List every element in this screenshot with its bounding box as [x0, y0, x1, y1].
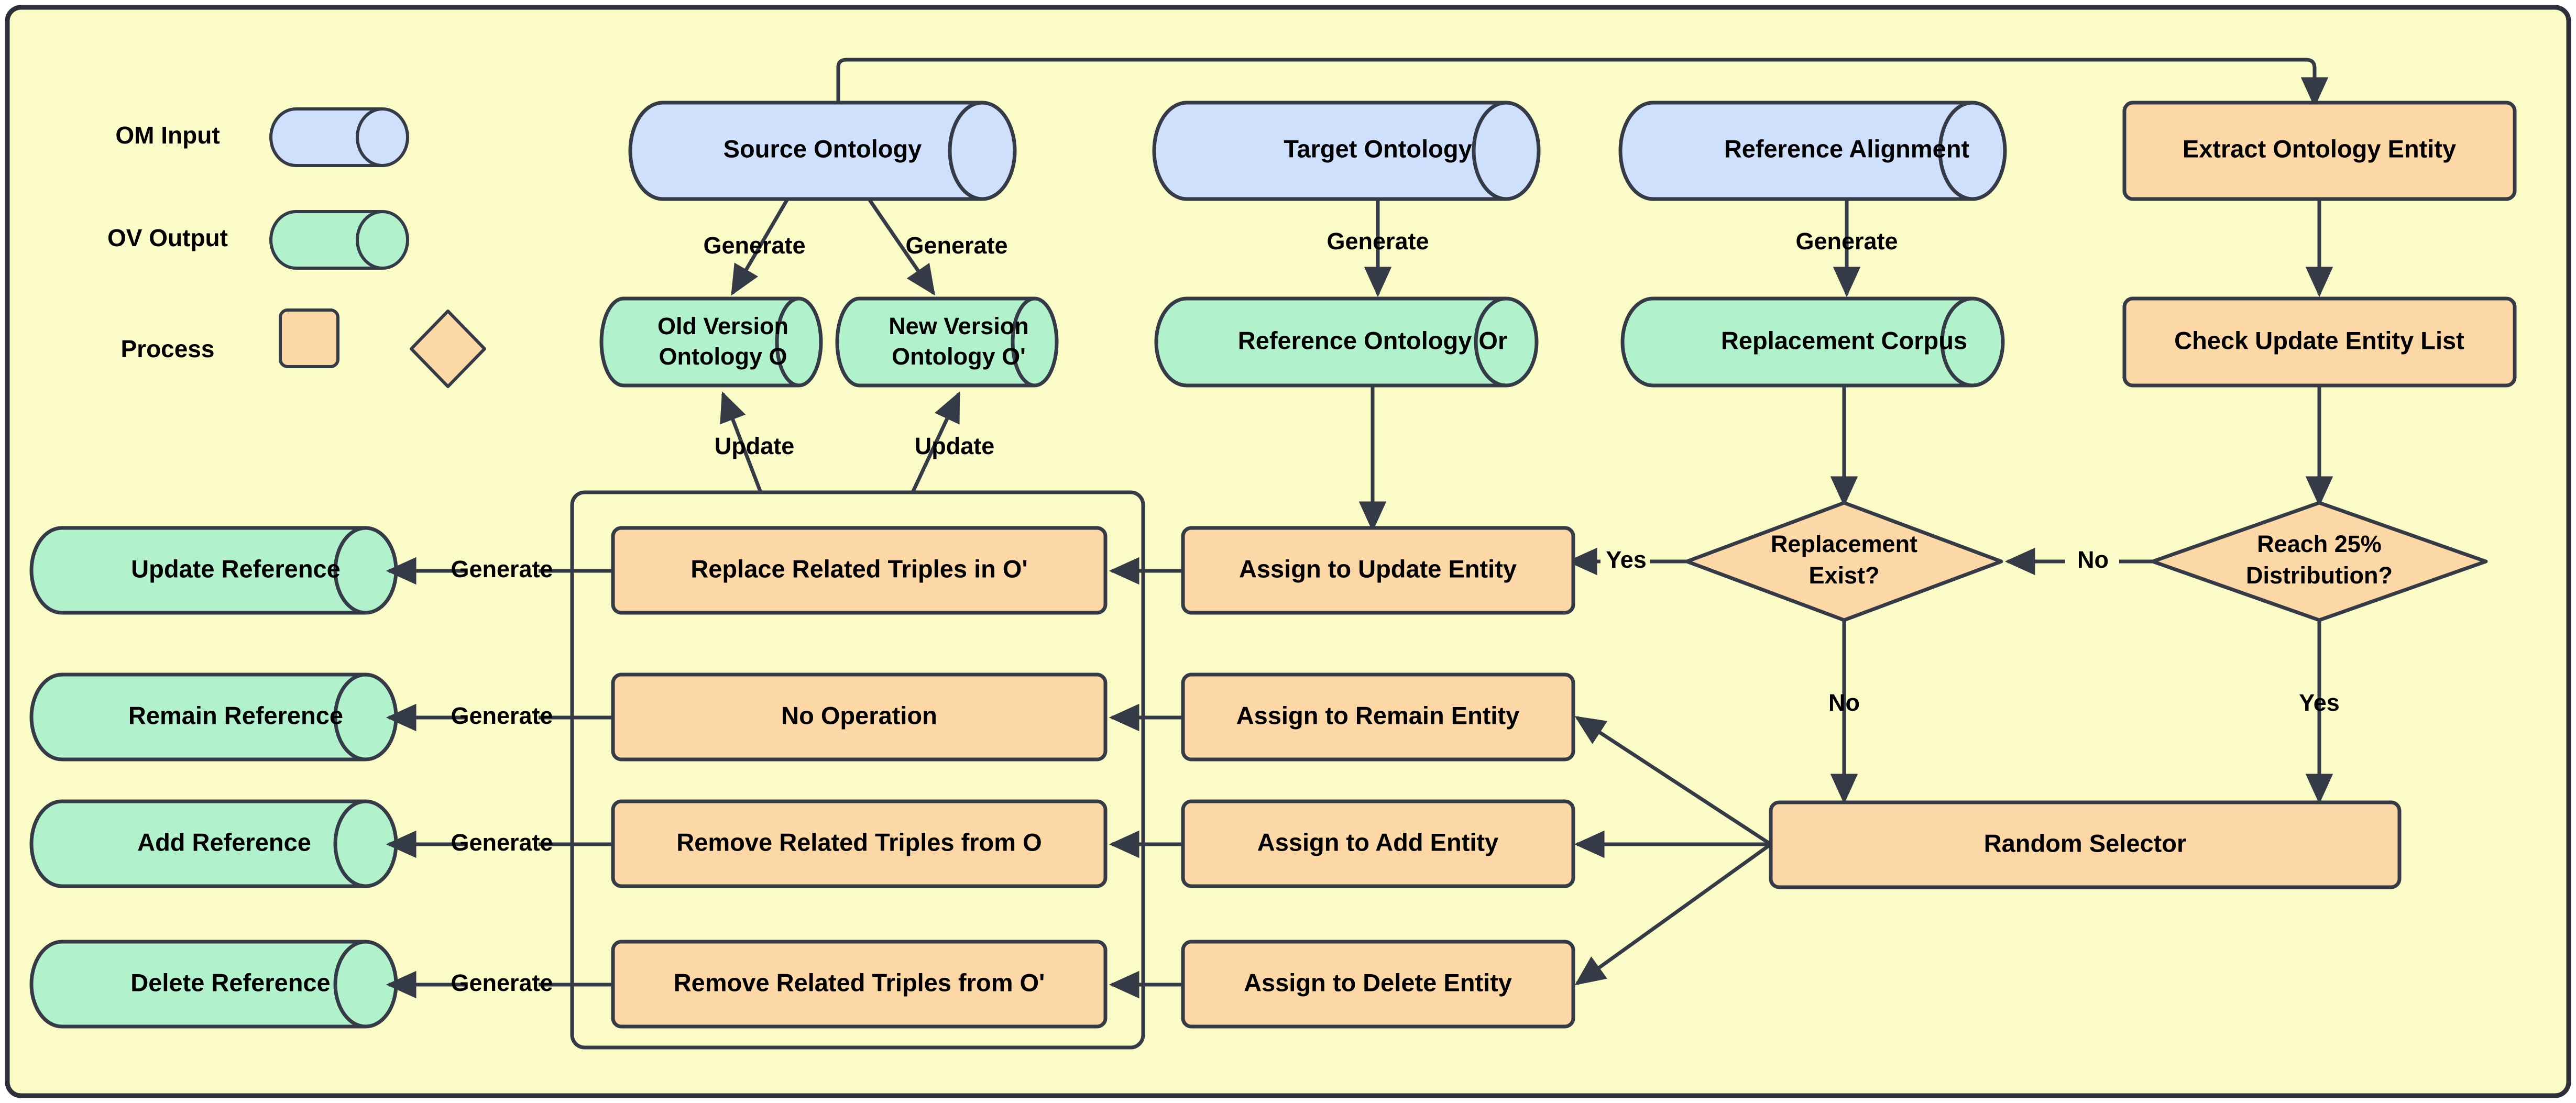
node-add-reference[interactable]: Add Reference: [29, 799, 398, 888]
edge-label-no-reach: No: [2077, 546, 2109, 573]
node-check-update-entity-list[interactable]: Check Update Entity List: [2122, 296, 2517, 388]
node-reference-ontology-or[interactable]: Reference Ontology Or: [1154, 296, 1539, 388]
node-replacement-exist-label-line2: Exist?: [1808, 562, 1879, 589]
node-old-version-ontology-label-line1: Old Version: [657, 313, 788, 339]
node-replacement-exist-decision[interactable]: Replacement Exist?: [1685, 501, 2003, 622]
node-replacement-corpus[interactable]: Replacement Corpus: [1620, 296, 2005, 388]
legend: OM Input OV Output Process: [107, 107, 486, 388]
node-remove-related-triples-from-o[interactable]: Remove Related Triples from O: [611, 799, 1108, 888]
legend-label-om-input: OM Input: [115, 122, 220, 149]
node-remain-reference-label: Remain Reference: [128, 701, 343, 729]
edge-source-to-old-version: [730, 199, 789, 296]
edge-label-generate-update-ref: Generate: [451, 556, 553, 582]
node-remain-reference[interactable]: Remain Reference: [29, 672, 398, 762]
node-no-operation[interactable]: No Operation: [611, 672, 1108, 762]
node-extract-ontology-entity[interactable]: Extract Ontology Entity: [2122, 101, 2517, 201]
node-reference-alignment-label: Reference Alignment: [1724, 135, 1970, 162]
edge-label-generate-target: Generate: [1327, 228, 1429, 255]
node-update-reference[interactable]: Update Reference: [29, 526, 398, 615]
legend-label-ov-output: OV Output: [107, 224, 228, 251]
edge-label-generate-delete-ref: Generate: [451, 969, 553, 996]
node-delete-reference-label: Delete Reference: [130, 968, 330, 996]
edge-source-to-new-version: [868, 199, 935, 296]
node-assign-update-entity[interactable]: Assign to Update Entity: [1181, 526, 1575, 615]
edge-label-generate-old: Generate: [703, 232, 805, 259]
node-replace-related-triples-in-oprime[interactable]: Replace Related Triples in O': [611, 526, 1108, 615]
node-check-update-entity-list-label: Check Update Entity List: [2174, 326, 2464, 354]
node-new-version-ontology-label-line1: New Version: [889, 313, 1029, 339]
edge-label-no-replacement: No: [1828, 689, 1860, 716]
node-remove-related-triples-from-oprime-label: Remove Related Triples from O': [674, 968, 1045, 996]
node-replacement-corpus-label: Replacement Corpus: [1721, 326, 1967, 354]
node-replace-related-triples-label: Replace Related Triples in O': [690, 555, 1027, 582]
edge-label-generate-new: Generate: [905, 232, 1007, 259]
node-target-ontology-label: Target Ontology: [1284, 135, 1472, 162]
legend-cylinder-om-input: [269, 107, 409, 167]
edge-label-generate-add-ref: Generate: [451, 829, 553, 856]
node-update-reference-label: Update Reference: [131, 555, 341, 582]
node-random-selector-label: Random Selector: [1984, 829, 2187, 857]
node-no-operation-label: No Operation: [781, 701, 937, 729]
node-assign-remain-entity-label: Assign to Remain Entity: [1236, 701, 1520, 729]
node-reach-distribution-decision[interactable]: Reach 25% Distribution?: [2151, 501, 2488, 622]
node-extract-ontology-entity-label: Extract Ontology Entity: [2183, 135, 2456, 162]
node-random-selector[interactable]: Random Selector: [1769, 800, 2402, 889]
edge-label-update-new: Update: [915, 433, 995, 459]
legend-label-process: Process: [120, 335, 214, 362]
node-target-ontology[interactable]: Target Ontology: [1152, 101, 1541, 201]
node-assign-add-entity[interactable]: Assign to Add Entity: [1181, 799, 1575, 888]
edge-label-generate-refalign: Generate: [1795, 228, 1898, 255]
node-replacement-exist-label-line1: Replacement: [1771, 531, 1917, 557]
node-reach-distribution-label-line1: Reach 25%: [2257, 531, 2382, 557]
edge-update-old-version: [720, 391, 763, 493]
legend-cylinder-ov-output: [269, 210, 409, 270]
node-assign-remain-entity[interactable]: Assign to Remain Entity: [1181, 672, 1575, 762]
node-remove-related-triples-from-o-label: Remove Related Triples from O: [676, 828, 1042, 856]
node-assign-add-entity-label: Assign to Add Entity: [1257, 828, 1498, 856]
edge-random-to-assign-delete: [1574, 843, 1772, 986]
node-add-reference-label: Add Reference: [137, 828, 311, 856]
edge-random-to-assign-remain: [1574, 716, 1772, 846]
node-old-version-ontology[interactable]: Old Version Ontology O: [599, 296, 823, 388]
node-new-version-ontology-label-line2: Ontology O': [892, 343, 1026, 370]
node-reference-ontology-or-label: Reference Ontology Or: [1238, 326, 1508, 354]
legend-rect-process: [279, 308, 339, 368]
node-remove-related-triples-from-oprime[interactable]: Remove Related Triples from O': [611, 940, 1108, 1029]
node-old-version-ontology-label-line2: Ontology O: [659, 343, 787, 370]
node-source-ontology-label: Source Ontology: [724, 135, 922, 162]
node-delete-reference[interactable]: Delete Reference: [29, 940, 398, 1029]
edge-update-new-version: [911, 391, 961, 493]
process-group-box: [570, 490, 1145, 1050]
node-reference-alignment[interactable]: Reference Alignment: [1618, 101, 2007, 201]
edge-label-generate-remain-ref: Generate: [451, 702, 553, 729]
node-source-ontology[interactable]: Source Ontology: [628, 101, 1017, 201]
node-assign-update-entity-label: Assign to Update Entity: [1239, 555, 1517, 582]
node-reach-distribution-label-line2: Distribution?: [2246, 562, 2393, 589]
legend-cylinder-om-input-notch: [356, 107, 383, 167]
legend-diamond-process: [410, 310, 486, 388]
node-assign-delete-entity[interactable]: Assign to Delete Entity: [1181, 940, 1575, 1029]
legend-cylinder-ov-output-notch: [356, 210, 383, 270]
node-new-version-ontology[interactable]: New Version Ontology O': [835, 296, 1059, 388]
edge-source-to-extract: [836, 58, 2329, 111]
edge-label-yes-replacement: Yes: [1606, 546, 1647, 573]
node-assign-delete-entity-label: Assign to Delete Entity: [1244, 968, 1512, 996]
edge-label-yes-reach: Yes: [2299, 689, 2340, 716]
edge-label-update-old: Update: [715, 433, 795, 459]
